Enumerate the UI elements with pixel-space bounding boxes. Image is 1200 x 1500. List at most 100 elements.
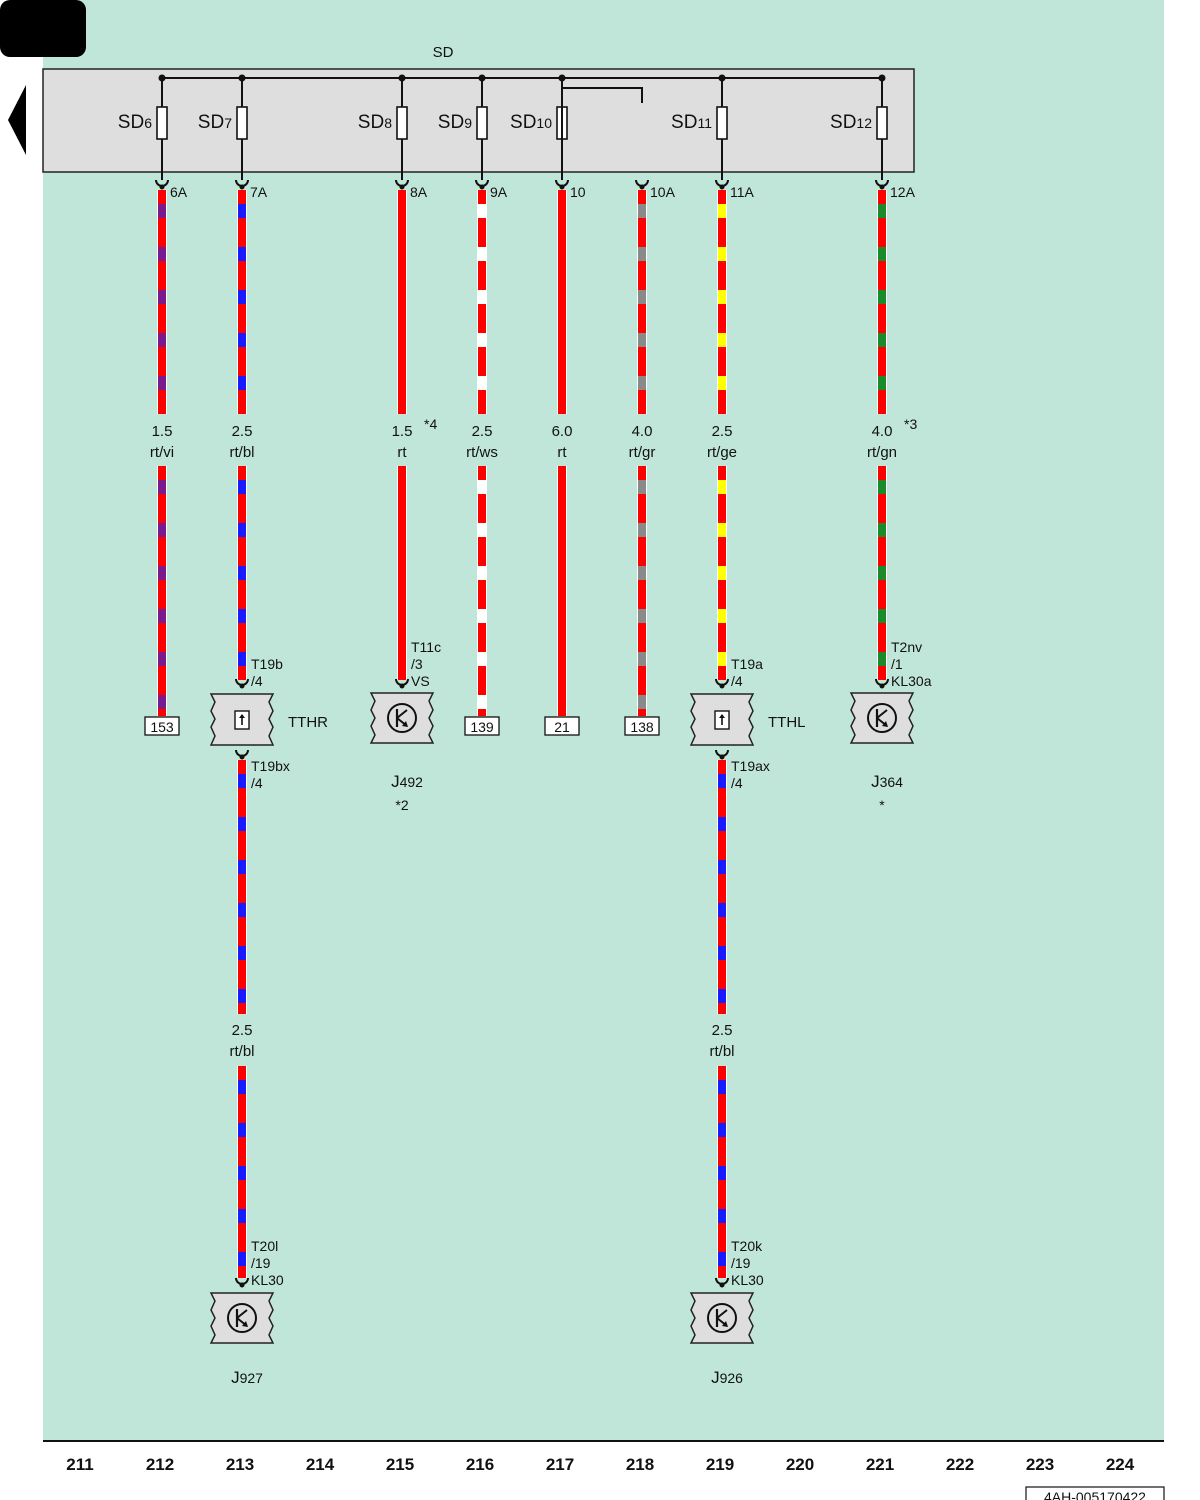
doc-id: 4AH-005170422 (1044, 1489, 1146, 1500)
wires: 6A1.5rt/vi1537A2.5rt/blT19b/48A1.5rt*4T1… (144, 179, 932, 1288)
connector-label: KL30 (251, 1272, 284, 1288)
fuse-label: SD8 (358, 112, 392, 133)
fuse-sd12: SD12 (830, 74, 888, 180)
column-number: 220 (786, 1455, 814, 1474)
fuse-label: SD12 (830, 112, 872, 133)
control-unit-j492 (369, 692, 435, 744)
connector-label: /4 (251, 775, 263, 791)
wire-size: 2.5 (712, 1022, 733, 1039)
column-number: 221 (866, 1455, 894, 1474)
wire-size: 2.5 (232, 1022, 253, 1039)
reference-number: 138 (630, 719, 654, 735)
wire-color: rt/ge (707, 444, 737, 461)
control-unit-j926 (689, 1292, 755, 1344)
separation-point-label: TTHR (288, 714, 328, 731)
fuse-label: SD10 (510, 112, 552, 133)
wire-213-top (237, 190, 247, 414)
separation-point-label: TTHL (768, 714, 806, 731)
pin-label: 10 (570, 184, 586, 200)
wire-219-bottom (717, 466, 727, 680)
wire-221-bottom (877, 466, 887, 680)
connector-label: /4 (731, 673, 743, 689)
wire-size: 1.5 (392, 423, 413, 440)
connector-label: T20l (251, 1238, 278, 1254)
column-number: 224 (1106, 1455, 1135, 1474)
wire-color: rt/gr (629, 444, 656, 461)
pin-label: 10A (650, 184, 676, 200)
column-number: 213 (226, 1455, 254, 1474)
wire-note: *3 (904, 416, 917, 432)
column-number: 217 (546, 1455, 574, 1474)
pin-label: 6A (170, 184, 188, 200)
wire-color: rt/ws (466, 444, 498, 461)
wire-size: 6.0 (552, 423, 573, 440)
diagram-background (43, 0, 1164, 1441)
control-unit-label: J492 (391, 772, 423, 791)
wire-color: rt/bl (229, 1043, 254, 1060)
column-number: 223 (1026, 1455, 1054, 1474)
doc-id-box (1025, 1486, 1165, 1500)
control-unit-j927 (209, 1292, 275, 1344)
reference-number: 139 (470, 719, 494, 735)
wire-217-bottom (557, 466, 567, 716)
wire-216-top (477, 190, 487, 414)
wire-size: 1.5 (152, 423, 173, 440)
wire-215-bottom (397, 466, 407, 680)
pin-label: 12A (890, 184, 916, 200)
back-arrow-icon[interactable] (8, 85, 26, 155)
column-number: 216 (466, 1455, 494, 1474)
column-number: 215 (386, 1455, 414, 1474)
wire-216-bottom (477, 466, 487, 716)
fuse-sd11: SD11 (671, 74, 728, 180)
connector-label: VS (411, 673, 430, 689)
control-unit-label: J364 (871, 772, 903, 791)
reference-number: 153 (150, 719, 174, 735)
components: TTHR TTHL J492 *2 J364 * J927 J926 (209, 692, 915, 1387)
wire-color: rt/bl (229, 444, 254, 461)
separation-point-tthl: TTHL (689, 693, 806, 746)
wire-215-top (397, 190, 407, 414)
connector-label: KL30 (731, 1272, 764, 1288)
column-number: 214 (306, 1455, 335, 1474)
connector-label: /1 (891, 656, 903, 672)
wire-color: rt (557, 444, 567, 461)
control-unit-label: J927 (231, 1368, 263, 1387)
wire-221-top (877, 190, 887, 414)
control-unit-label: J926 (711, 1368, 743, 1387)
control-unit-j364 (849, 692, 915, 744)
wire-219-lower-top (717, 760, 727, 1014)
fuse-label: SD9 (438, 112, 472, 133)
wire-212-top (157, 190, 167, 414)
connector-label: T20k (731, 1238, 763, 1254)
fuse-sd6: SD6 (118, 74, 168, 180)
fuse-label: SD11 (671, 112, 712, 133)
pin-label: 8A (410, 184, 428, 200)
connector-label: T19bx (251, 758, 290, 774)
wire-219-lower-bottom (717, 1066, 727, 1278)
fuse-box-label: SD (433, 44, 454, 61)
wire-reference[interactable]: 139 (464, 716, 500, 736)
wire-size: 4.0 (632, 423, 653, 440)
connector-label: T19a (731, 656, 763, 672)
control-unit-note: * (879, 797, 885, 813)
wire-reference[interactable]: 21 (544, 716, 580, 736)
separation-point-tthr: TTHR (209, 693, 328, 746)
wire-reference[interactable]: 138 (624, 716, 660, 736)
wire-213-bottom (237, 466, 247, 680)
page-tab[interactable] (0, 0, 86, 57)
wire-reference[interactable]: 153 (144, 716, 180, 736)
connector-label: T11c (411, 639, 441, 655)
control-unit-note: *2 (395, 797, 408, 813)
connector-label: /4 (251, 673, 263, 689)
fuse-label: SD7 (198, 112, 232, 133)
column-number: 212 (146, 1455, 174, 1474)
wire-color: rt/gn (867, 444, 897, 461)
wire-size: 2.5 (712, 423, 733, 440)
wire-217-top (557, 190, 567, 414)
connector-label: /19 (731, 1255, 751, 1271)
column-number: 211 (66, 1455, 93, 1474)
fuse-sd7: SD7 (198, 74, 248, 180)
fuse-label: SD6 (118, 112, 152, 133)
